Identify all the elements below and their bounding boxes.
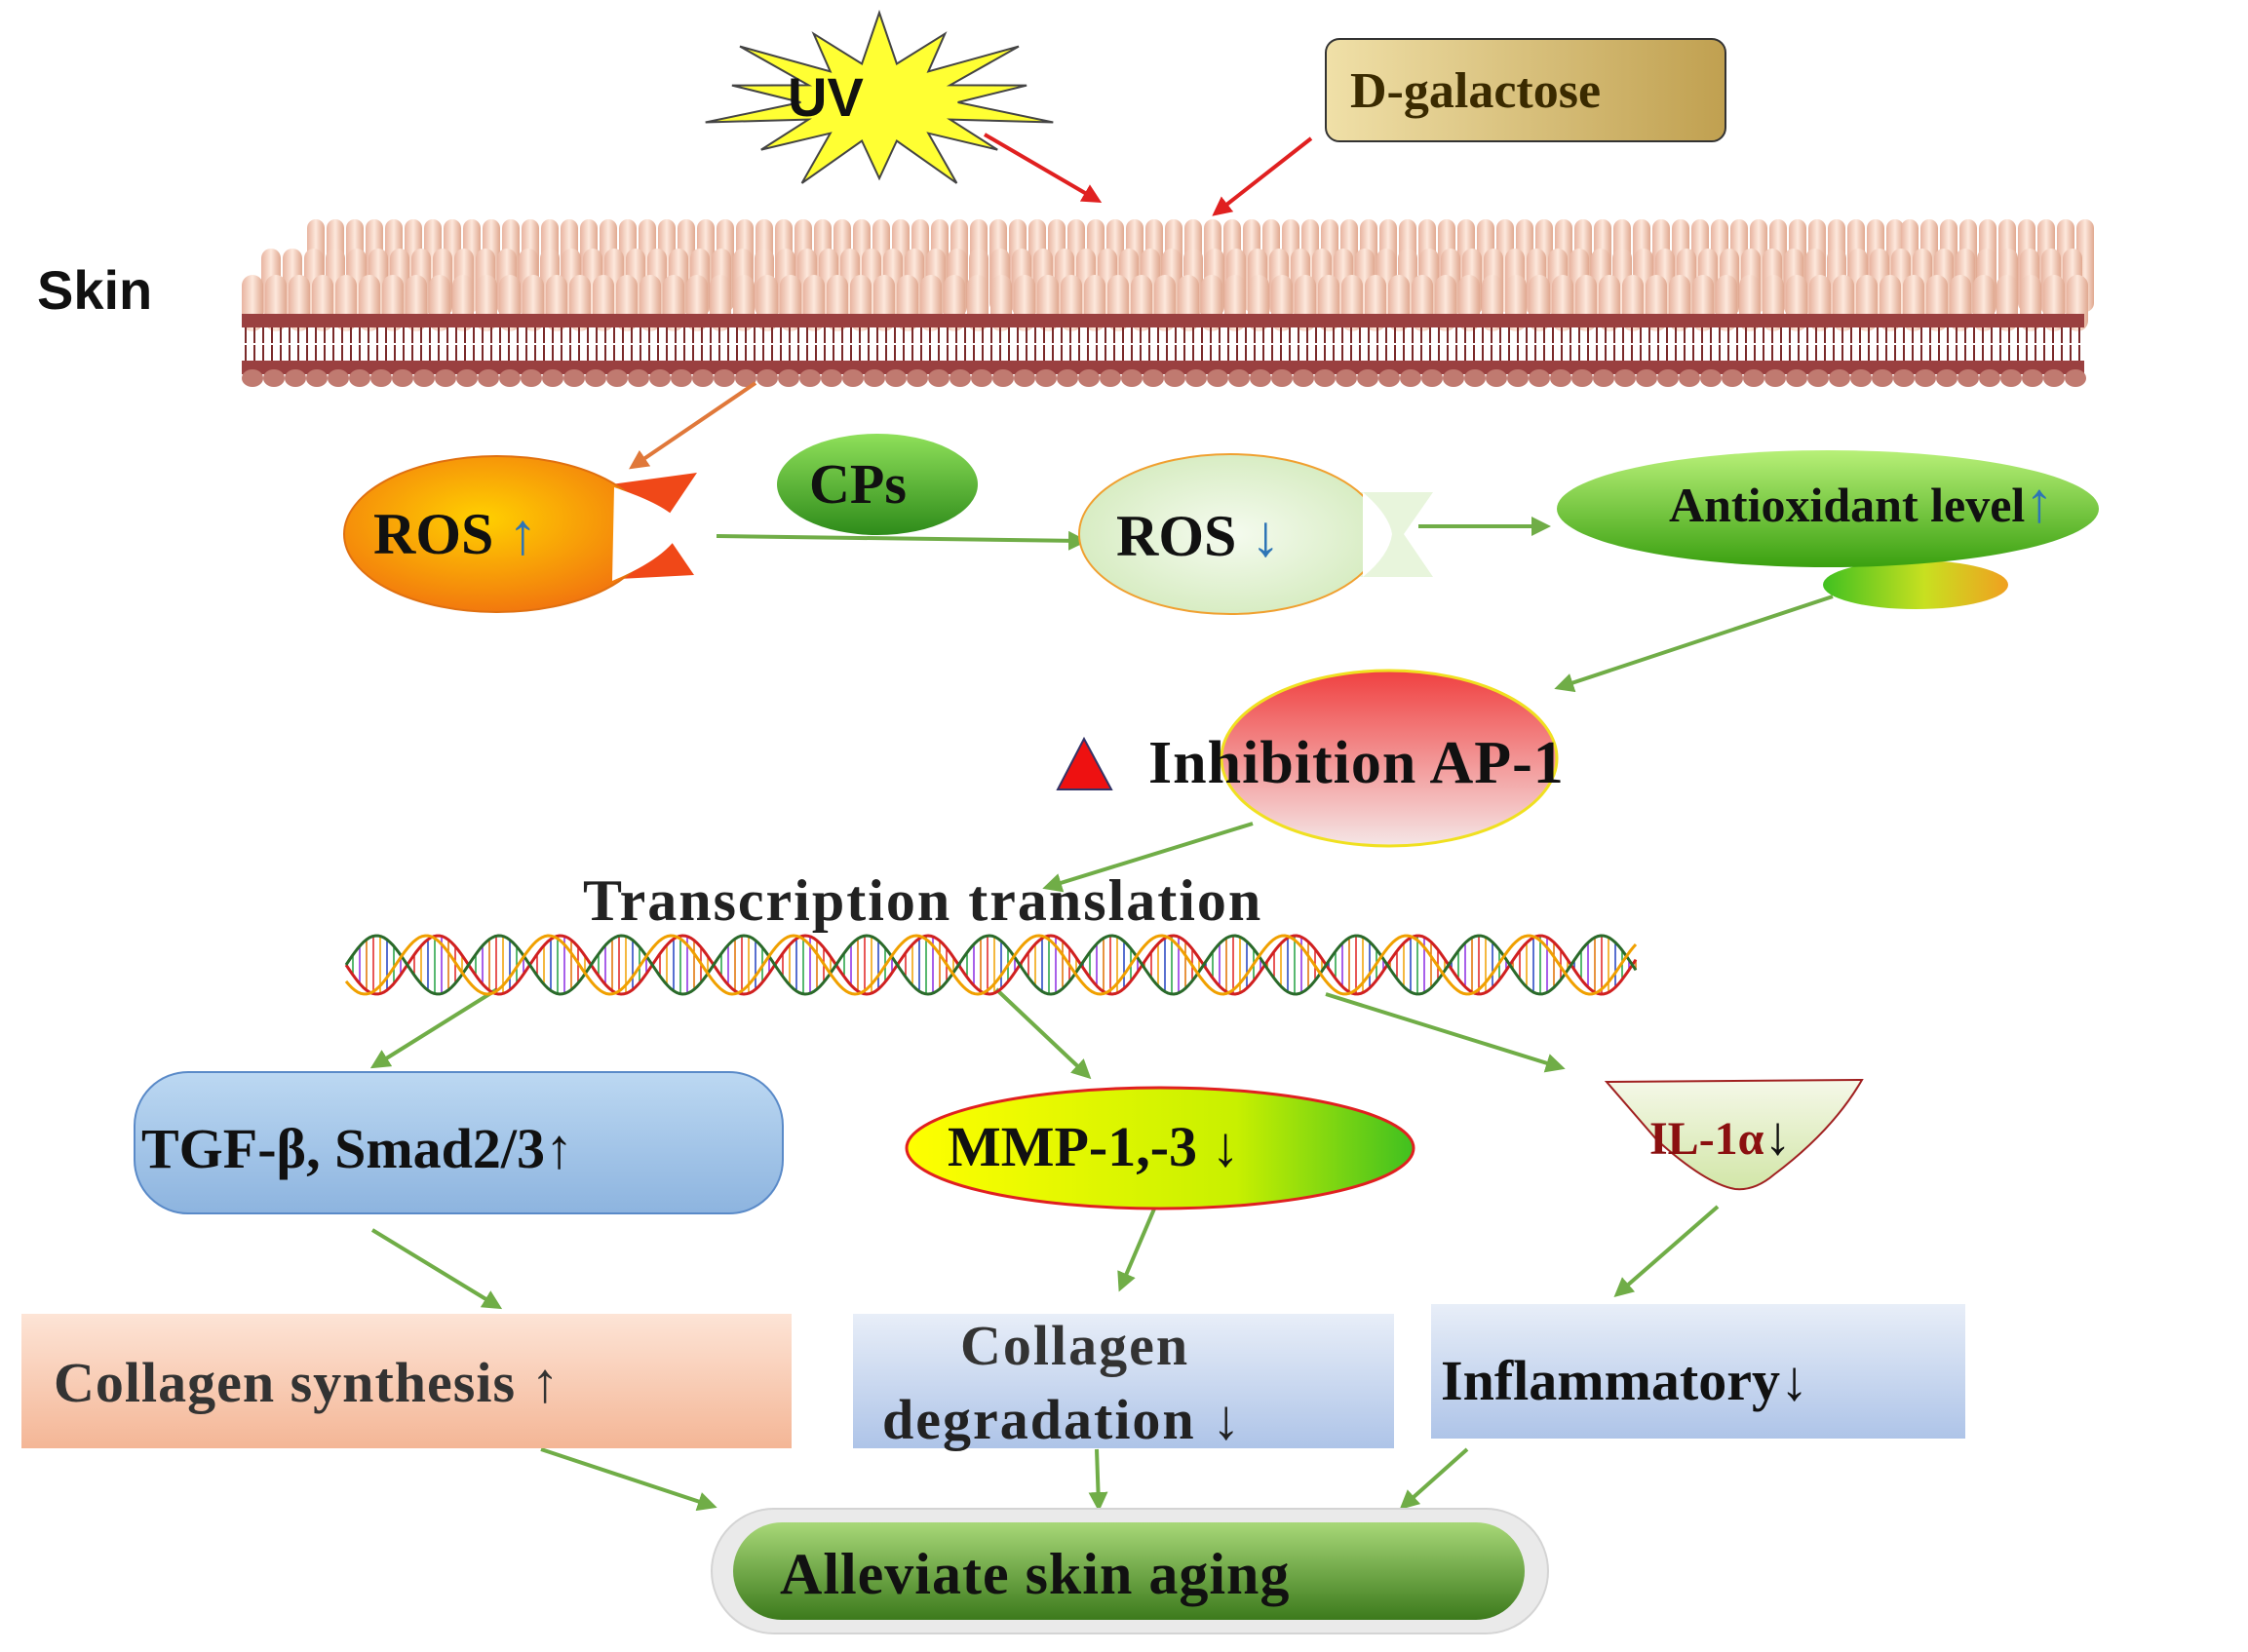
arrow-down-icon: ↓	[1764, 1106, 1792, 1167]
antioxidant-label: Antioxidant level↑	[1669, 475, 2053, 531]
antioxidant-node	[1557, 450, 2099, 609]
aging-node	[711, 1508, 1549, 1634]
arrow-il-to-inflammatory	[1613, 1205, 1720, 1297]
ros-low-label: ROS ↓	[1116, 507, 1280, 565]
arrow-up-icon: ↑	[508, 502, 538, 566]
degradation-box	[853, 1314, 1394, 1448]
skin-label: Skin	[37, 259, 153, 321]
arrow-dna-to-tgf	[369, 987, 499, 1069]
arrow-skin-to-ros	[629, 381, 757, 470]
arrow-antioxidant-to-ap1	[1554, 595, 1834, 693]
mmp-label: MMP-1,-3 ↓	[948, 1115, 1240, 1178]
red-triangle-icon	[1056, 736, 1113, 790]
arrow-dna-to-il	[1325, 992, 1566, 1073]
aging-label: Alleviate skin aging	[780, 1542, 1291, 1606]
inflammatory-box	[1431, 1304, 1965, 1439]
arrow-ros-to-ros	[716, 530, 1088, 551]
degradation-line1: Collagen	[960, 1314, 1190, 1377]
arrow-degradation-to-aging	[1088, 1448, 1108, 1512]
ros-low-text: ROS	[1116, 504, 1237, 568]
uv-label: UV	[788, 66, 864, 128]
ap1-node	[1056, 669, 1559, 848]
arrow-dgal-to-skin	[1212, 136, 1313, 216]
arrow-mmp-to-degradation	[1117, 1206, 1157, 1292]
cps-node	[777, 434, 978, 535]
tgf-box	[134, 1071, 784, 1214]
il-node	[1604, 1078, 1864, 1191]
transcription-label: Transcription translation	[583, 868, 1263, 933]
dna-helix	[344, 934, 1638, 996]
uv-starburst	[705, 9, 1054, 184]
arrow-dna-to-mmp	[994, 987, 1092, 1080]
synthesis-box	[21, 1314, 792, 1448]
inflammatory-label: Inflammatory↓	[1441, 1349, 1808, 1412]
ros-high-text: ROS	[373, 502, 494, 566]
arrow-uv-to-skin	[983, 133, 1103, 204]
arrow-inflammatory-to-aging	[1399, 1447, 1469, 1510]
skin-layer	[242, 219, 2094, 387]
arrow-ap1-to-transcription	[1042, 822, 1254, 893]
cps-label: CPs	[809, 452, 907, 516]
tgf-label: TGF-β, Smad2/3↑	[141, 1117, 574, 1180]
ros-high-label: ROS ↑	[373, 505, 537, 563]
arrow-up-icon: ↑	[2025, 471, 2054, 534]
dgalactose-box	[1325, 38, 1726, 142]
arrow-tgf-to-synthesis	[370, 1228, 503, 1310]
ap1-label: Inhibition AP-1	[1148, 730, 1565, 796]
antioxidant-text: Antioxidant level	[1669, 478, 2026, 532]
dgalactose-label: D-galactose	[1350, 63, 1602, 119]
il-label: IL-1α↓	[1649, 1109, 1791, 1164]
il-text: IL-1α	[1649, 1113, 1764, 1165]
degradation-line2: degradation ↓	[882, 1388, 1243, 1451]
ros-high-node	[343, 455, 697, 613]
arrows	[369, 133, 1834, 1512]
ros-low-node	[1078, 453, 1433, 615]
synthesis-label: Collagen synthesis ↑	[54, 1351, 561, 1414]
arrow-synthesis-to-aging	[540, 1447, 717, 1512]
arrow-down-icon: ↓	[1251, 504, 1281, 568]
mmp-node	[905, 1086, 1415, 1210]
